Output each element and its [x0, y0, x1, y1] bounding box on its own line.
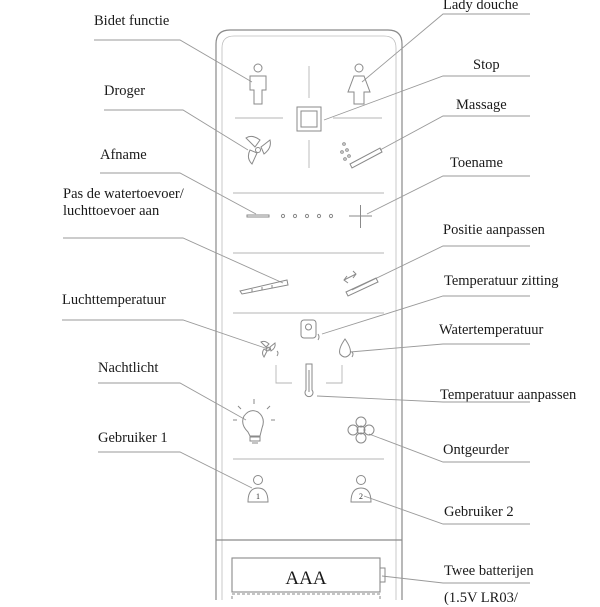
remote-body: [215, 29, 403, 600]
bidet-icon: [249, 63, 267, 105]
user-1-number: 1: [256, 492, 260, 501]
increase-icon: [349, 205, 372, 228]
night-light-icon: [233, 399, 275, 444]
label-temperatuur-zitting: Temperatuur zitting: [444, 273, 559, 289]
label-gebruiker-1: Gebruiker 1: [98, 430, 168, 446]
dryer-fan-icon: [245, 135, 271, 165]
user-1-icon: [247, 475, 269, 503]
label-twee-batterijen: Twee batterijen: [444, 563, 534, 579]
user-2-number: 2: [359, 492, 363, 501]
label-ontgeurder: Ontgeurder: [443, 442, 510, 458]
air-temperature-icon: [260, 340, 279, 358]
label-toename: Toename: [450, 155, 503, 171]
level-dots: [280, 213, 334, 219]
label-afname: Afname: [100, 147, 147, 163]
label-temperatuur-aanpassen: Temperatuur aanpassen: [440, 387, 577, 403]
panel-separators: [233, 66, 384, 460]
leader-lines: [62, 13, 530, 584]
label-droger: Droger: [104, 83, 146, 99]
battery-label: AAA: [285, 568, 326, 589]
label-stop: Stop: [473, 57, 500, 73]
label-luchttemperatuur: Luchttemperatuur: [62, 292, 166, 308]
flow-adjust-icon: [239, 279, 289, 295]
position-adjust-icon: [343, 270, 379, 297]
user-2-icon: [350, 475, 372, 503]
lady-douche-icon: [347, 63, 371, 105]
label-massage: Massage: [456, 97, 507, 113]
label-watertemperatuur: Watertemperatuur: [439, 322, 544, 338]
thermometer-icon: [304, 363, 314, 398]
seat-temperature-icon: [300, 319, 320, 341]
label-positie-aanpassen: Positie aanpassen: [443, 222, 545, 238]
battery-compartment: [231, 557, 386, 600]
label-gebruiker-2: Gebruiker 2: [444, 504, 514, 520]
decrease-icon: [246, 214, 270, 218]
label-lady-douche: Lady douche: [443, 0, 519, 13]
water-temperature-icon: [339, 338, 354, 358]
label-pas-de-toevoer: Pas de watertoevoer/ luchttoevoer aan: [63, 186, 184, 219]
deodorizer-icon: [347, 416, 375, 444]
label-bidet-functie: Bidet functie: [94, 13, 170, 29]
massage-icon: [340, 142, 383, 169]
label-nachtlicht: Nachtlicht: [98, 360, 159, 376]
stop-icon: [296, 106, 322, 132]
